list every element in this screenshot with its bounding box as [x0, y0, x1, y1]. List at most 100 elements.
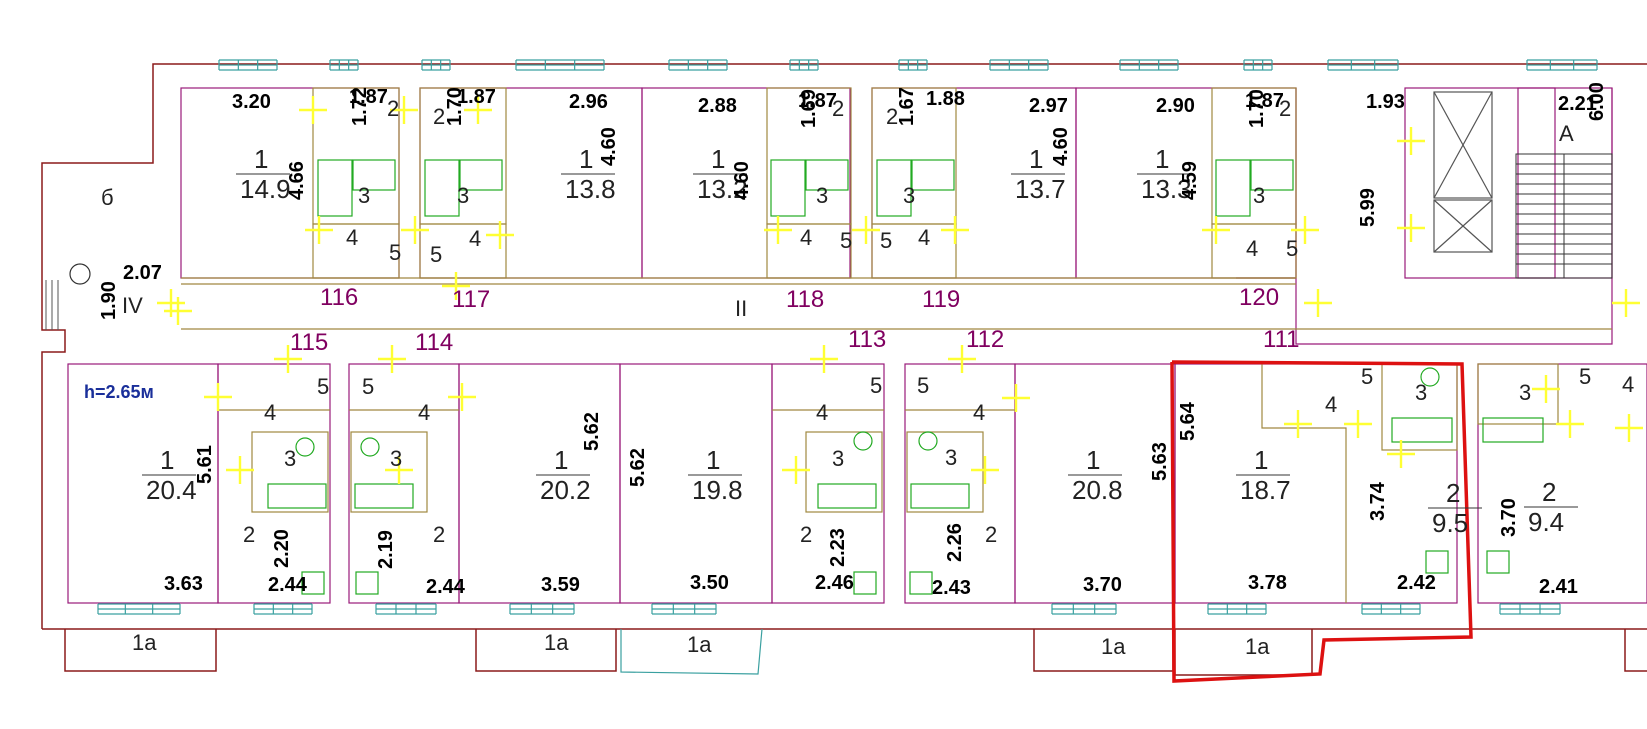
room-number: 2	[886, 104, 898, 129]
dimension-label: 1.87	[457, 86, 496, 108]
dimension-label-vertical: 5.63	[1149, 442, 1171, 481]
dimension-label: 2.07	[123, 262, 162, 284]
section-label-b: б	[101, 185, 114, 210]
window	[253, 603, 313, 615]
window	[1499, 603, 1561, 615]
room-area-value: 13.2	[697, 174, 748, 204]
stair-entrance	[45, 280, 59, 330]
section-label-a: А	[1559, 121, 1574, 146]
room-type-number: 1	[579, 144, 593, 174]
door-marker	[1387, 440, 1415, 468]
flat-number-112: 112	[966, 326, 1004, 353]
door-marker	[486, 221, 514, 249]
dimension-label: 2.46	[815, 572, 854, 594]
section-label-iv: IV	[122, 293, 143, 318]
door-marker	[274, 345, 302, 373]
room-area-value: 20.2	[540, 475, 591, 505]
flat-number-117: 117	[452, 286, 490, 313]
room-number: 5	[1579, 364, 1591, 389]
door-marker	[385, 456, 413, 484]
window	[1119, 59, 1179, 71]
dimension-label: 2.41	[1539, 576, 1578, 598]
dimension-label: 3.70	[1083, 574, 1122, 596]
room-number: 3	[1519, 380, 1531, 405]
door-marker	[764, 216, 792, 244]
dimension-label-vertical: 5.64	[1177, 401, 1199, 441]
flat-number-120: 120	[1239, 284, 1279, 311]
dimension-label: 2.42	[1397, 572, 1436, 594]
dimension-label: 3.63	[164, 573, 203, 595]
room-number: 4	[469, 226, 481, 251]
door-marker	[782, 456, 810, 484]
lamp-icon	[69, 263, 91, 285]
room-number: 2	[243, 522, 255, 547]
room-number: 3	[1253, 183, 1265, 208]
dimension-label-vertical: 4.60	[731, 161, 753, 200]
room-type-number: 1	[254, 144, 268, 174]
window	[1207, 603, 1267, 615]
room-type-number: 1	[1029, 144, 1043, 174]
selected-unit-outline[interactable]	[1170, 360, 1473, 683]
dimension-label: 2.21	[1558, 93, 1597, 115]
dimension-label-vertical: 1.69	[798, 89, 820, 128]
window	[375, 603, 437, 615]
dimension-label-vertical: 2.23	[827, 528, 849, 567]
partitions	[181, 87, 1612, 603]
window	[218, 59, 278, 71]
window	[898, 59, 928, 71]
door-marker	[1556, 410, 1584, 438]
windows	[97, 59, 1598, 615]
door-marker	[1532, 375, 1560, 403]
room-number: 3	[457, 183, 469, 208]
balcony-label: 1а	[1101, 634, 1126, 659]
flat-number-111: 111	[1263, 326, 1299, 353]
dimension-label: 1.93	[1366, 91, 1405, 113]
room-number: 3	[945, 445, 957, 470]
door-marker	[226, 456, 254, 484]
door-marker	[448, 383, 476, 411]
room-type-number: 2	[1446, 478, 1460, 508]
dimension-label: 3.78	[1248, 572, 1287, 594]
room-type-number: 1	[711, 144, 725, 174]
room-type-number: 1	[706, 445, 720, 475]
section-label-ii: II	[735, 296, 747, 321]
window	[1051, 603, 1117, 615]
room-number: 2	[800, 522, 812, 547]
dimension-label: 3.20	[232, 91, 271, 113]
window	[1243, 59, 1273, 71]
dimension-label-vertical: 4.60	[598, 127, 620, 166]
room-number: 4	[973, 400, 985, 425]
room-number: 3	[832, 446, 844, 471]
room-number: 4	[346, 225, 358, 250]
window	[421, 59, 451, 71]
room-type-number: 1	[160, 445, 174, 475]
room-number: 2	[387, 96, 399, 121]
door-marker	[1002, 384, 1030, 412]
dimension-label: 2.44	[426, 576, 466, 598]
door-marker	[204, 383, 232, 411]
balcony-label: 1а	[1245, 634, 1270, 659]
dimension-label-vertical: 1.70	[444, 87, 466, 126]
room-type-number: 1	[1086, 445, 1100, 475]
door-marker	[1344, 410, 1372, 438]
door-marker	[1291, 216, 1319, 244]
room-number: 5	[1286, 236, 1298, 261]
dimension-label-vertical: 1.90	[98, 281, 120, 320]
dimension-label-vertical: 5.62	[627, 448, 649, 487]
flat-number-119: 119	[922, 286, 960, 313]
room-number: 3	[358, 183, 370, 208]
door-marker	[852, 216, 880, 244]
room-number: 2	[1279, 96, 1291, 121]
doors	[157, 96, 1643, 484]
dimension-label-vertical: 5.99	[1357, 188, 1379, 227]
door-marker	[157, 289, 185, 317]
room-type-number: 1	[1155, 144, 1169, 174]
window	[1327, 59, 1399, 71]
room-number: 4	[264, 400, 276, 425]
dimension-label-vertical: 1.70	[1246, 89, 1268, 128]
room-number: 4	[1246, 236, 1258, 261]
flat-number-113: 113	[848, 326, 886, 353]
